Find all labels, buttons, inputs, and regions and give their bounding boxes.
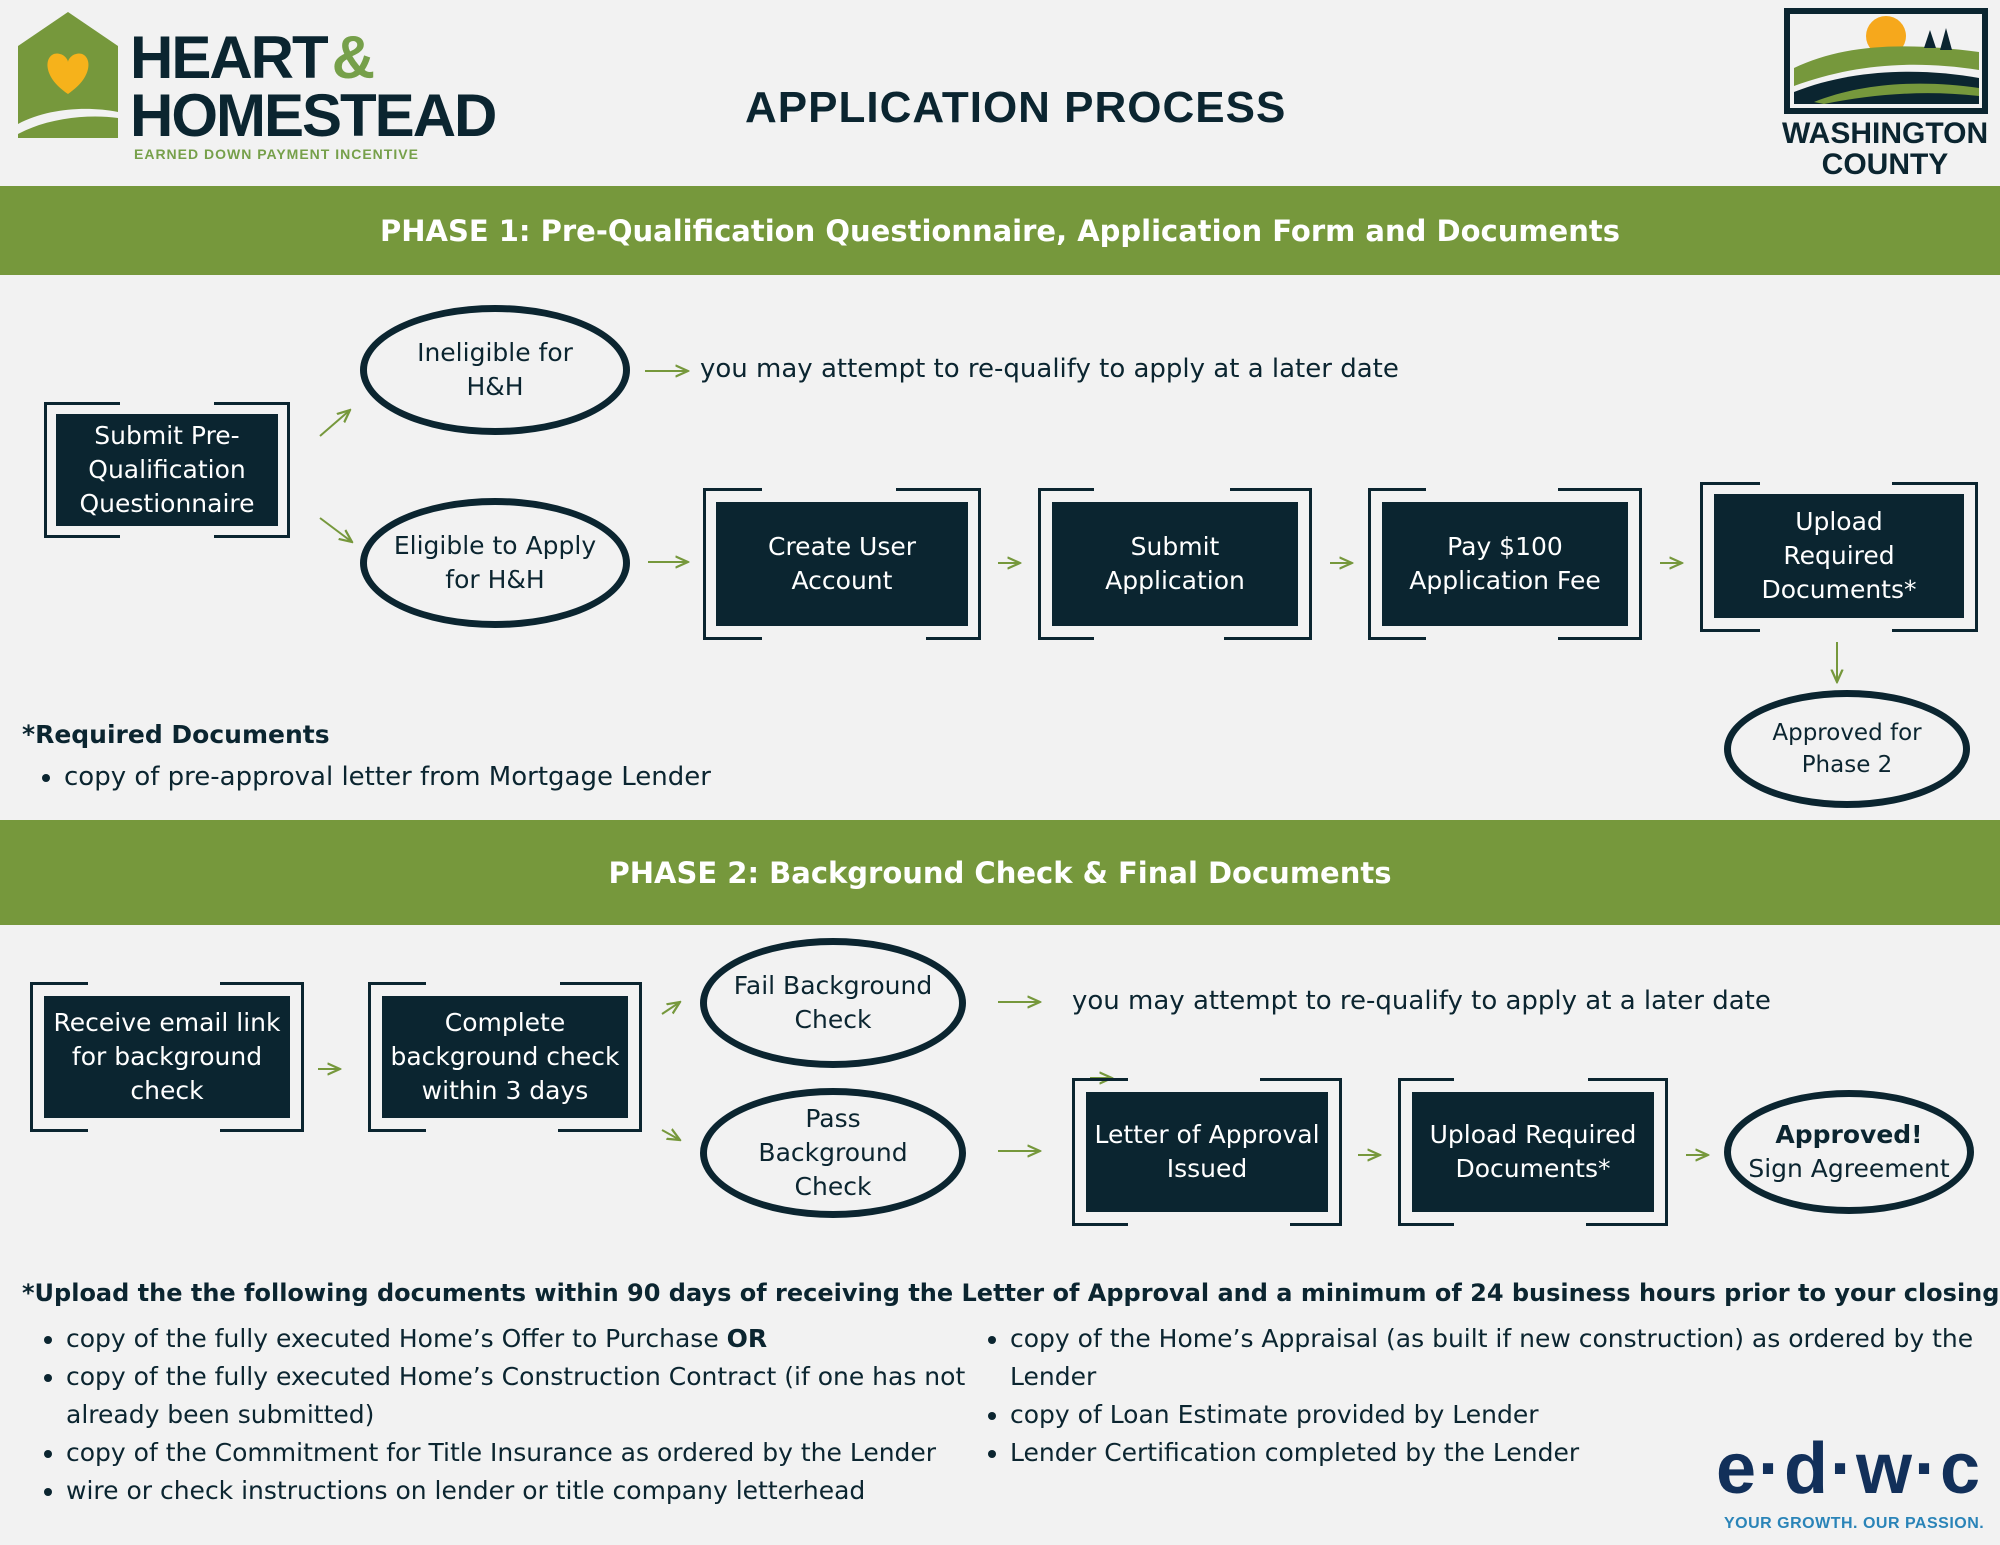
edwc-tagline: YOUR GROWTH. OUR PASSION.: [1724, 1515, 1985, 1532]
phase2-banner: PHASE 2: Background Check & Final Docume…: [0, 820, 2000, 925]
phase1-banner: PHASE 1: Pre-Qualification Questionnaire…: [0, 186, 2000, 275]
heart-homestead-logo: HEART & HOMESTEAD EARNED DOWN PAYMENT IN…: [18, 12, 497, 162]
upload-instructions-title: *Upload the the following documents with…: [22, 1279, 2000, 1307]
arrow-to-eligible: [319, 517, 352, 542]
list-item: copy of Loan Estimate provided by Lender: [1010, 1396, 2000, 1434]
pay-fee-box[interactable]: Pay $100 Application Fee: [1382, 502, 1628, 626]
complete-check-box[interactable]: Complete background check within 3 days: [382, 996, 628, 1118]
ineligible-note: you may attempt to re-qualify to apply a…: [700, 354, 1399, 384]
upload-docs-box[interactable]: Upload Required Documents*: [1714, 494, 1964, 618]
required-docs-title: *Required Documents: [22, 720, 330, 749]
approved-sign-ellipse: Approved! Sign Agreement: [1724, 1090, 1974, 1214]
list-item: copy of the fully executed Home’s Constr…: [66, 1358, 966, 1434]
list-item: copy of the Home’s Appraisal (as built i…: [1010, 1320, 2000, 1396]
create-account-box[interactable]: Create User Account: [716, 502, 968, 626]
county-landscape-icon: [1784, 8, 1988, 114]
list-item: copy of pre-approval letter from Mortgag…: [64, 758, 711, 796]
arrow-to-pass: [661, 1130, 680, 1140]
edwc-logo: e·d·w·c: [1716, 1429, 1982, 1509]
logo-ampersand: &: [331, 24, 375, 91]
list-item: wire or check instructions on lender or …: [66, 1472, 966, 1510]
fail-check-ellipse: Fail Background Check: [700, 938, 966, 1068]
pass-check-ellipse: Pass Background Check: [700, 1088, 966, 1218]
upload-docs-phase2-box[interactable]: Upload Required Documents*: [1412, 1092, 1654, 1212]
washington-county-logo: WASHINGTON COUNTY: [1782, 8, 1988, 183]
letter-issued-box[interactable]: Letter of Approval Issued: [1086, 1092, 1328, 1212]
page-title: APPLICATION PROCESS: [745, 83, 1287, 132]
county-line1: WASHINGTON: [1782, 117, 1989, 150]
required-docs-list: copy of pre-approval letter from Mortgag…: [30, 758, 711, 796]
ineligible-ellipse: Ineligible for H&H: [360, 305, 630, 435]
fail-note: you may attempt to re-qualify to apply a…: [1072, 986, 1771, 1016]
eligible-ellipse: Eligible to Apply for H&H: [360, 498, 630, 628]
logo-tagline: EARNED DOWN PAYMENT INCENTIVE: [134, 146, 419, 162]
receive-email-box[interactable]: Receive email link for background check: [44, 996, 290, 1118]
arrow-to-fail: [661, 1002, 680, 1015]
approved-title: Approved!: [1775, 1120, 1923, 1149]
logo-line1: HEART: [130, 24, 329, 91]
logo-line2: HOMESTEAD: [130, 82, 497, 149]
list-item: copy of the fully executed Home’s Offer …: [66, 1320, 966, 1358]
list-item: copy of the Commitment for Title Insuran…: [66, 1434, 966, 1472]
house-heart-icon: [18, 12, 118, 138]
list-item: Lender Certification completed by the Le…: [1010, 1434, 2000, 1472]
upload-docs-left-list: copy of the fully executed Home’s Offer …: [32, 1320, 966, 1510]
approved-sub: Sign Agreement: [1748, 1154, 1950, 1183]
arrow-to-ineligible: [319, 410, 350, 437]
submit-prequal-box[interactable]: Submit Pre-Qualification Questionnaire: [56, 414, 278, 526]
county-line2: COUNTY: [1821, 148, 1949, 181]
upload-docs-right-list: copy of the Home’s Appraisal (as built i…: [976, 1320, 2000, 1472]
approved-phase2-ellipse: Approved for Phase 2: [1724, 690, 1970, 808]
submit-application-box[interactable]: Submit Application: [1052, 502, 1298, 626]
